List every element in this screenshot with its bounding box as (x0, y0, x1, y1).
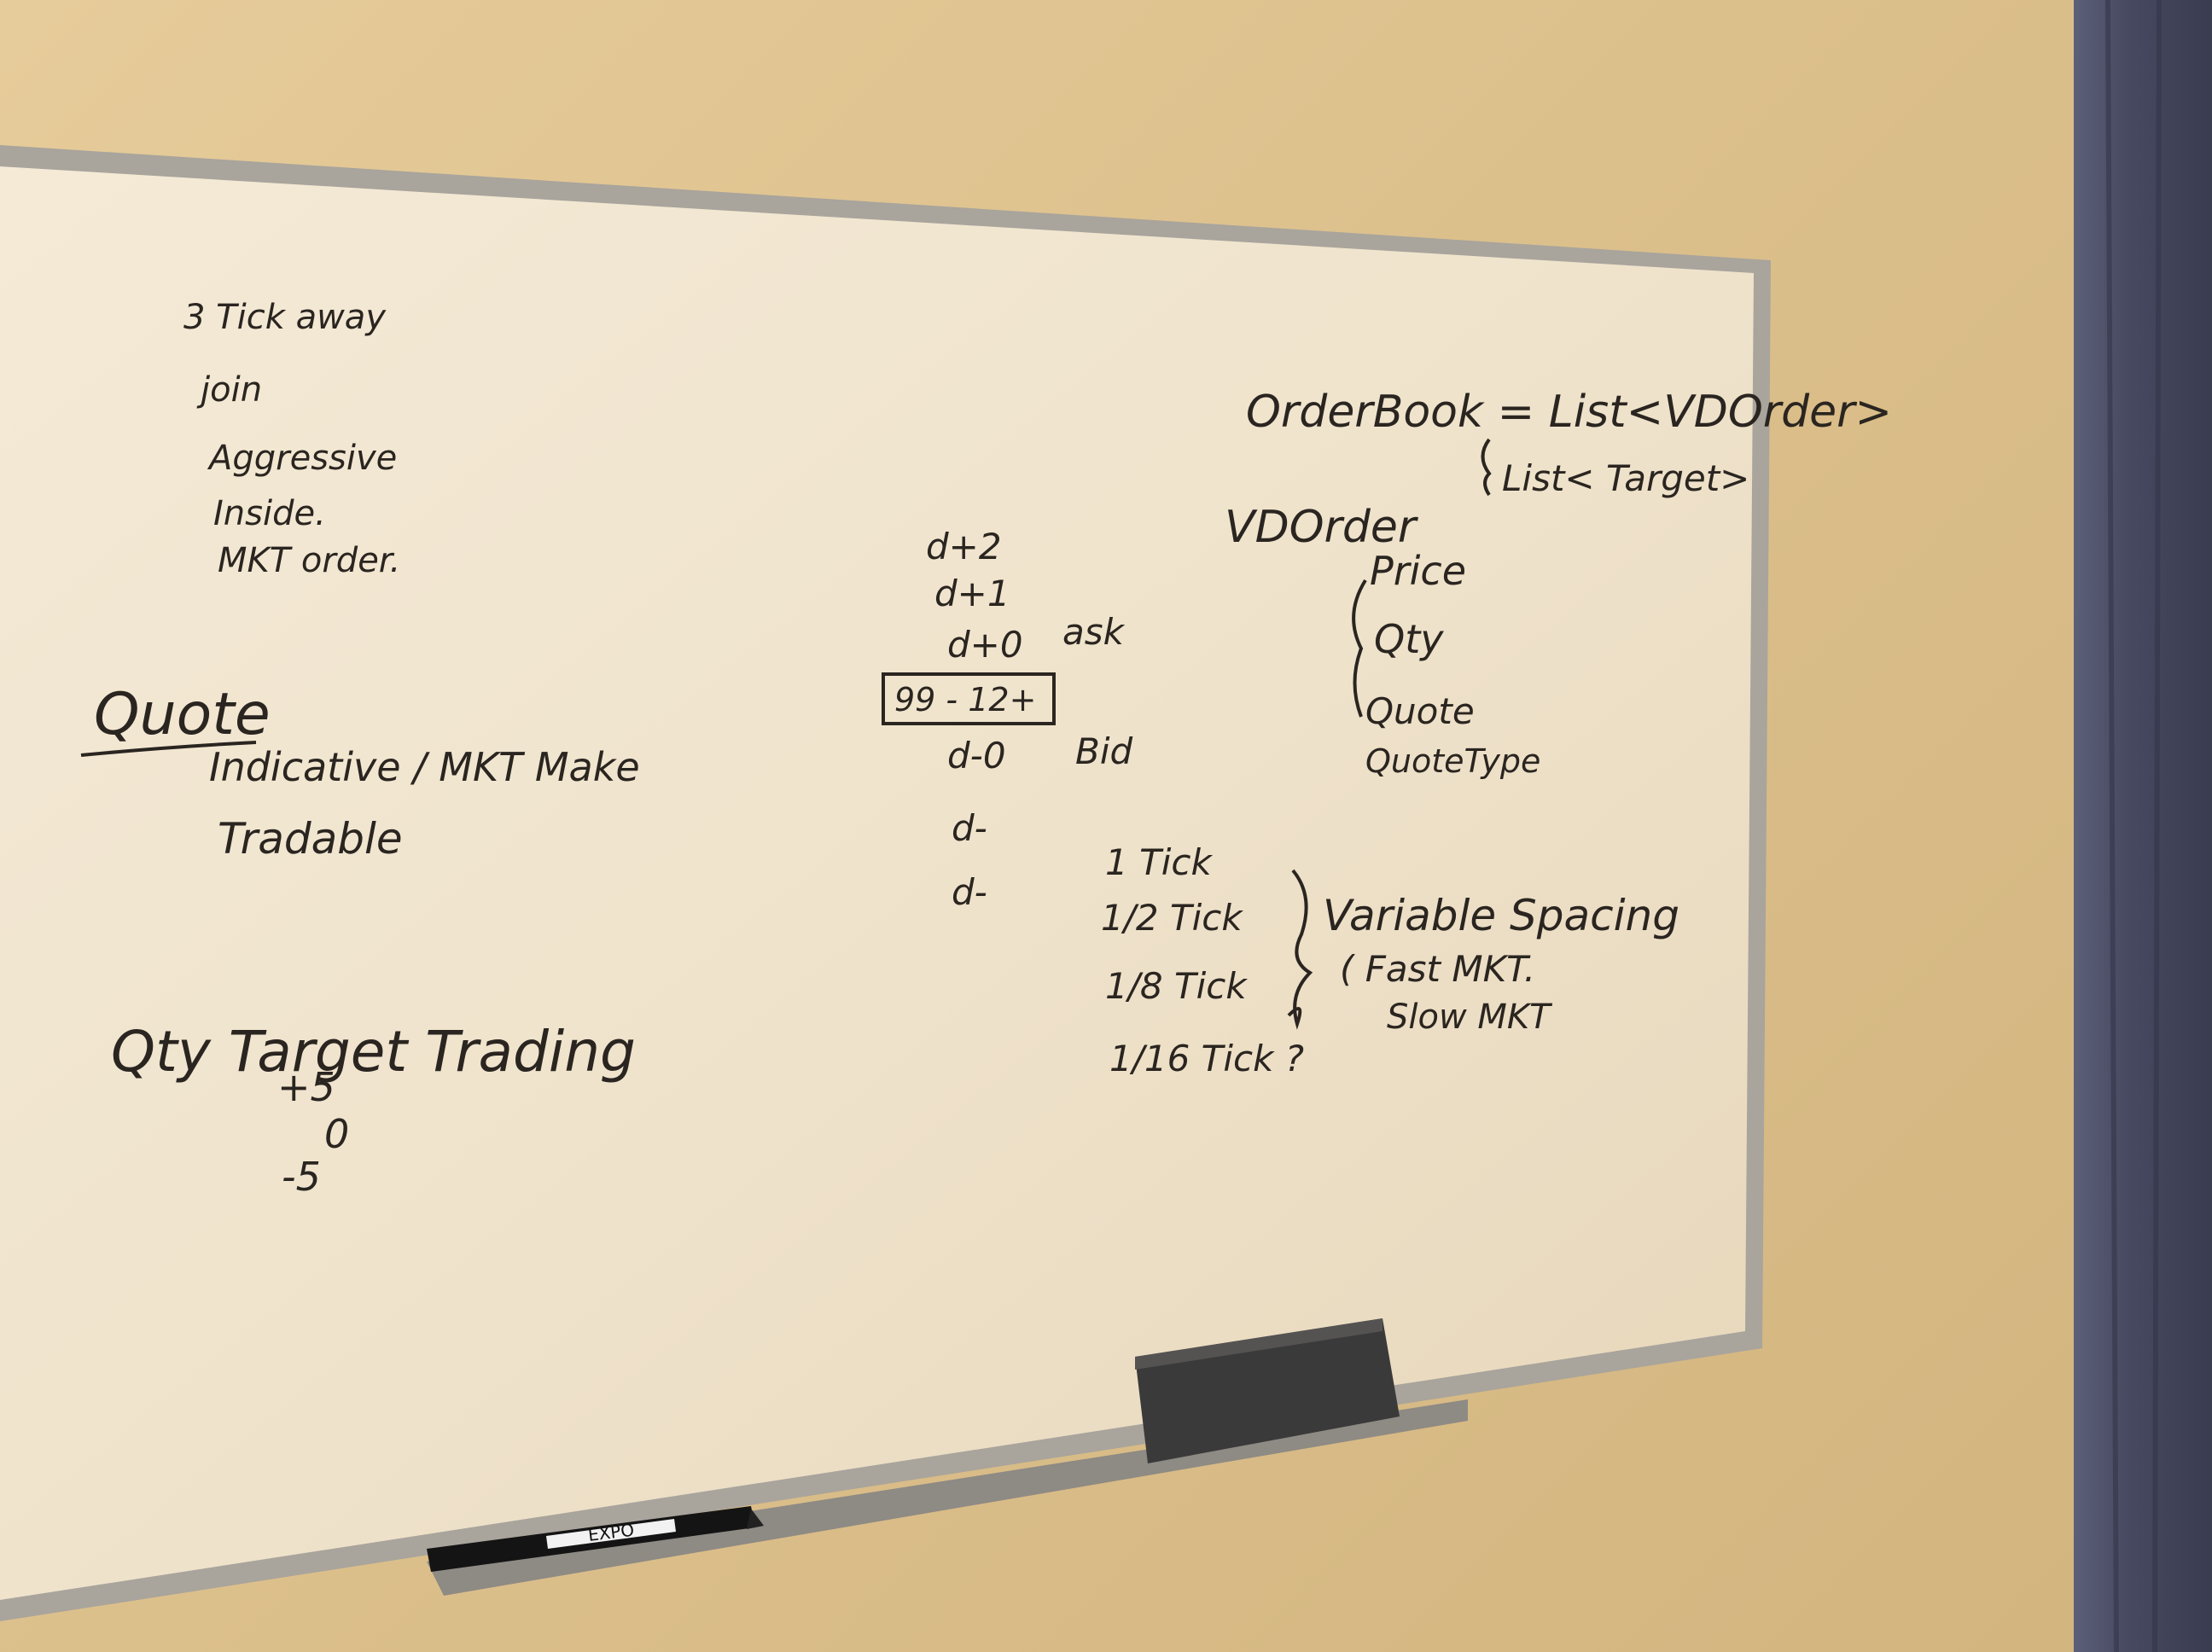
ask-level: d+0 (947, 624, 1023, 666)
bid-level: d- (952, 871, 987, 913)
vdorder-field: Quote (1365, 690, 1475, 732)
qty-target-value: +5 (277, 1064, 335, 1110)
vdorder-title: VDOrder (1225, 502, 1419, 553)
bracket (1287, 869, 1313, 1030)
tick-size: 1/8 Tick (1105, 965, 1248, 1007)
tick-size: 1 Tick (1105, 841, 1213, 883)
ask-level: d+1 (934, 573, 1010, 614)
vdorder-field: Qty (1374, 616, 1444, 662)
left-list-item: join (196, 370, 262, 410)
tick-size: 1/2 Tick (1101, 897, 1243, 939)
vdorder-field: QuoteType (1365, 742, 1540, 780)
marker: EXPO (427, 1506, 764, 1572)
vdorder-field: Price (1370, 548, 1466, 594)
brace (1481, 438, 1492, 497)
eraser (1135, 1318, 1400, 1463)
brace (1352, 579, 1367, 718)
variable-spacing-item: Slow MKT (1387, 998, 1553, 1037)
price-box-text: 99 - 12+ (894, 681, 1036, 718)
left-list-item: Inside. (213, 494, 326, 533)
quote-item: Tradable (218, 814, 403, 864)
left-list-item: MKT order. (218, 541, 400, 580)
ask-label: ask (1062, 611, 1126, 653)
orderbook-definition: OrderBook = List<VDOrder> (1246, 387, 1892, 438)
curtain (2074, 0, 2212, 1652)
variable-spacing-item: ( Fast MKT. (1340, 948, 1535, 990)
bid-label: Bid (1075, 730, 1132, 772)
tick-size: 1/16 Tick ? (1109, 1038, 1304, 1079)
qty-target-heading: Qty Target Trading (111, 1019, 636, 1085)
qty-target-value: 0 (324, 1111, 349, 1157)
ask-level: d+2 (926, 526, 1002, 567)
price-box-frame (882, 672, 1056, 725)
bid-level: d- (952, 807, 987, 849)
qty-target-value: -5 (282, 1154, 321, 1200)
whiteboard-surface (0, 166, 1754, 1600)
left-list-item: Aggressive (207, 439, 397, 478)
orderbook-definition: List< Target> (1502, 457, 1749, 499)
left-list-item: 3 Tick away (183, 298, 387, 337)
bid-level: d-0 (947, 735, 1006, 777)
quote-heading: Quote (94, 681, 271, 748)
variable-spacing-title: Variable Spacing (1323, 891, 1679, 940)
quote-item: Indicative / MKT Make (209, 744, 640, 790)
